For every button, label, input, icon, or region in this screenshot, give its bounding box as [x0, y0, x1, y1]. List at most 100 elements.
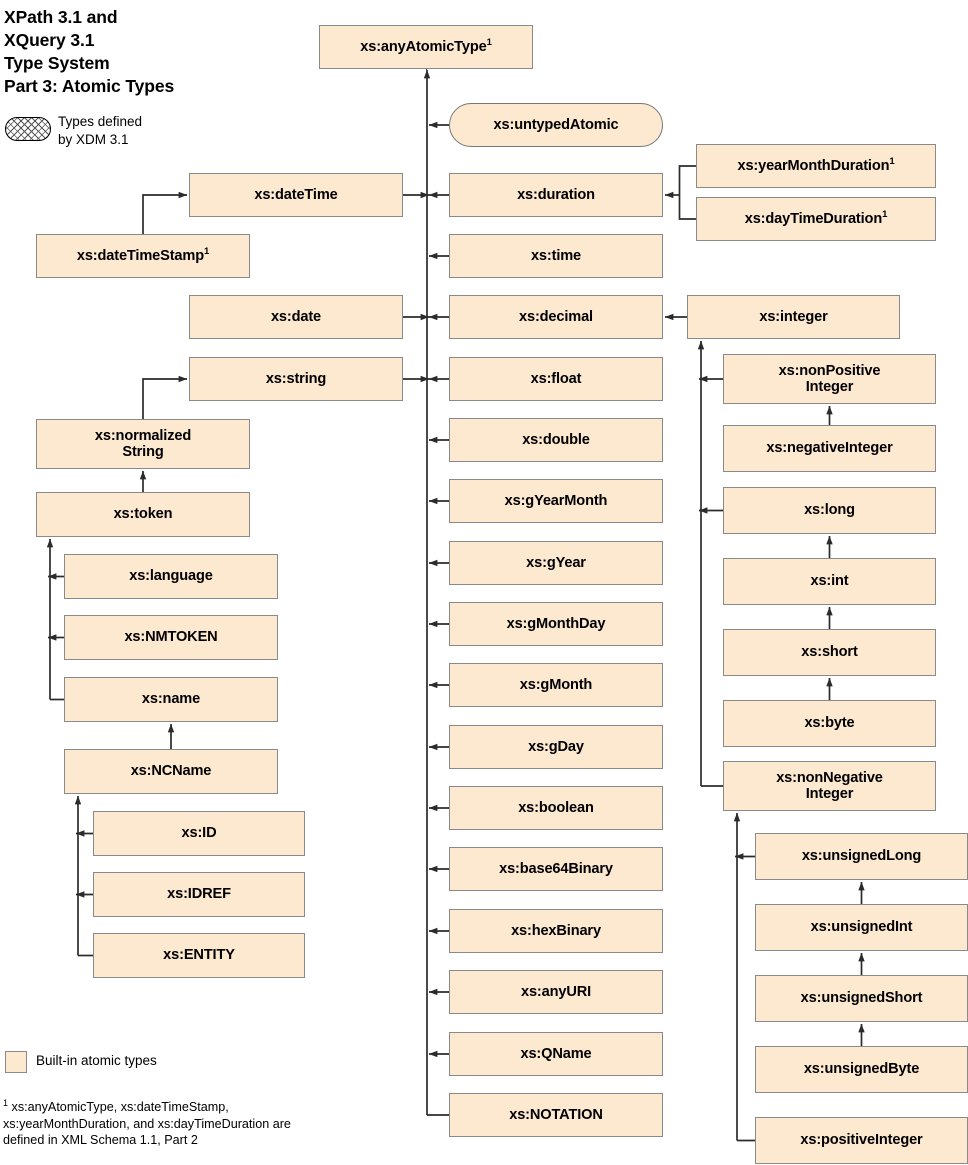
connector [142, 375, 188, 419]
type-node-dateTimeStamp[interactable]: xs:dateTimeStamp1 [36, 234, 250, 278]
type-node-label: xs:dateTime [254, 186, 338, 203]
type-node-gYearMonth[interactable]: xs:gYearMonth [449, 479, 663, 523]
footnote-line-2: xs:yearMonthDuration, and xs:dayTimeDura… [3, 1116, 291, 1131]
type-node-label: xs:normalized String [94, 427, 192, 460]
type-node-label: xs:yearMonthDuration1 [737, 156, 895, 175]
type-node-unsignedByte[interactable]: xs:unsignedByte [755, 1046, 968, 1093]
type-node-hexBinary[interactable]: xs:hexBinary [449, 909, 663, 953]
type-node-duration[interactable]: xs:duration [449, 173, 663, 217]
type-node-double[interactable]: xs:double [449, 418, 663, 462]
type-node-label: xs:gMonth [519, 676, 593, 693]
footnote-marker: 1 [3, 1098, 9, 1108]
type-node-label: xs:token [113, 506, 173, 523]
type-node-label: xs:double [522, 431, 590, 448]
type-node-label: xs:name [141, 691, 201, 708]
type-node-normalizedString[interactable]: xs:normalized String [36, 419, 250, 469]
type-node-nonPositiveInteger[interactable]: xs:nonPositive Integer [723, 354, 936, 404]
page-title: XPath 3.1 and XQuery 3.1 Type System Par… [4, 6, 334, 98]
type-node-float[interactable]: xs:float [449, 357, 663, 401]
type-node-ENTITY[interactable]: xs:ENTITY [93, 933, 305, 978]
type-node-label: xs:nonNegative Integer [776, 769, 883, 802]
type-node-label: xs:byte [804, 715, 855, 732]
type-node-label: xs:gMonthDay [506, 615, 606, 632]
type-node-anyAtomicType[interactable]: xs:anyAtomicType1 [319, 25, 533, 69]
type-node-footnote-marker: 1 [203, 246, 210, 258]
type-node-unsignedShort[interactable]: xs:unsignedShort [755, 975, 968, 1022]
footnote-line-1: xs:anyAtomicType, xs:dateTimeStamp, [11, 1100, 229, 1115]
type-node-base64Binary[interactable]: xs:base64Binary [449, 847, 663, 891]
type-node-string[interactable]: xs:string [189, 357, 403, 401]
type-node-label: xs:unsignedShort [800, 990, 923, 1007]
type-node-label: xs:ID [181, 825, 217, 842]
connector [142, 191, 188, 234]
type-node-IDREF[interactable]: xs:IDREF [93, 872, 305, 917]
type-node-label: xs:anyAtomicType1 [360, 37, 492, 56]
type-node-label: xs:date [270, 308, 322, 325]
xdm-legend-line-1: Types defined [58, 114, 143, 129]
type-node-anyURI[interactable]: xs:anyURI [449, 970, 663, 1014]
builtin-types-legend: Built-in atomic types [5, 1051, 265, 1077]
type-node-label: xs:QName [520, 1045, 592, 1062]
type-node-long[interactable]: xs:long [723, 487, 936, 534]
type-node-language[interactable]: xs:language [64, 554, 278, 599]
type-node-dateTime[interactable]: xs:dateTime [189, 173, 403, 217]
type-node-footnote-marker: 1 [882, 209, 888, 221]
type-node-footnote-marker: 1 [486, 37, 492, 49]
type-node-unsignedInt[interactable]: xs:unsignedInt [755, 904, 968, 951]
connector [678, 165, 696, 220]
type-node-positiveInteger[interactable]: xs:positiveInteger [755, 1117, 968, 1164]
type-node-NCName[interactable]: xs:NCName [64, 749, 278, 794]
title-line-2: XQuery 3.1 [4, 30, 95, 51]
type-node-gYear[interactable]: xs:gYear [449, 541, 663, 585]
type-node-byte[interactable]: xs:byte [723, 700, 936, 747]
type-node-gDay[interactable]: xs:gDay [449, 725, 663, 769]
type-node-untypedAtomic[interactable]: xs:untypedAtomic [449, 103, 663, 147]
type-node-label: xs:dayTimeDuration1 [744, 209, 888, 228]
xdm-legend-line-2: by XDM 3.1 [58, 131, 129, 147]
type-node-label: xs:long [804, 502, 855, 519]
type-node-label: xs:unsignedInt [810, 919, 913, 936]
footnote: 1 xs:anyAtomicType, xs:dateTimeStamp, xs… [3, 1098, 403, 1148]
type-node-NOTATION[interactable]: xs:NOTATION [449, 1093, 663, 1137]
type-node-decimal[interactable]: xs:decimal [449, 295, 663, 339]
type-node-QName[interactable]: xs:QName [449, 1032, 663, 1076]
type-node-label: xs:positiveInteger [800, 1132, 923, 1149]
type-node-gMonth[interactable]: xs:gMonth [449, 663, 663, 707]
type-node-nonNegativeInteger[interactable]: xs:nonNegative Integer [723, 761, 936, 811]
type-node-label: xs:anyURI [520, 983, 592, 1000]
type-node-time[interactable]: xs:time [449, 234, 663, 278]
title-line-1: XPath 3.1 and [4, 7, 118, 27]
type-node-label: xs:dateTimeStamp1 [76, 246, 210, 265]
type-node-label: xs:int [810, 573, 849, 590]
type-node-negativeInteger[interactable]: xs:negativeInteger [723, 425, 936, 472]
builtin-legend-label: Built-in atomic types [36, 1053, 157, 1068]
type-node-label: xs:time [530, 247, 582, 264]
type-node-int[interactable]: xs:int [723, 558, 936, 605]
type-node-date[interactable]: xs:date [189, 295, 403, 339]
title-line-3: Type System [4, 53, 110, 74]
type-node-label: xs:untypedAtomic [493, 116, 619, 133]
type-node-label: xs:unsignedByte [803, 1061, 920, 1078]
type-node-label: xs:gDay [528, 738, 584, 755]
type-node-token[interactable]: xs:token [36, 492, 250, 537]
type-node-gMonthDay[interactable]: xs:gMonthDay [449, 602, 663, 646]
type-node-label: xs:unsignedLong [801, 848, 922, 865]
type-node-ID[interactable]: xs:ID [93, 811, 305, 856]
type-node-label: xs:string [265, 370, 327, 387]
type-node-dayTimeDuration[interactable]: xs:dayTimeDuration1 [696, 197, 936, 241]
type-node-yearMonthDuration[interactable]: xs:yearMonthDuration1 [696, 144, 936, 188]
type-node-short[interactable]: xs:short [723, 629, 936, 676]
type-node-label: xs:IDREF [167, 886, 231, 903]
type-node-label: xs:float [530, 370, 582, 387]
type-node-label: xs:negativeInteger [766, 440, 893, 457]
type-node-NMTOKEN[interactable]: xs:NMTOKEN [64, 615, 278, 660]
type-node-label: xs:NOTATION [509, 1106, 603, 1123]
type-node-name[interactable]: xs:name [64, 677, 278, 722]
hatched-stadium-swatch-icon [5, 117, 51, 141]
type-node-unsignedLong[interactable]: xs:unsignedLong [755, 833, 968, 880]
type-node-boolean[interactable]: xs:boolean [449, 786, 663, 830]
type-node-integer[interactable]: xs:integer [687, 295, 900, 339]
type-node-label: xs:hexBinary [511, 922, 601, 939]
